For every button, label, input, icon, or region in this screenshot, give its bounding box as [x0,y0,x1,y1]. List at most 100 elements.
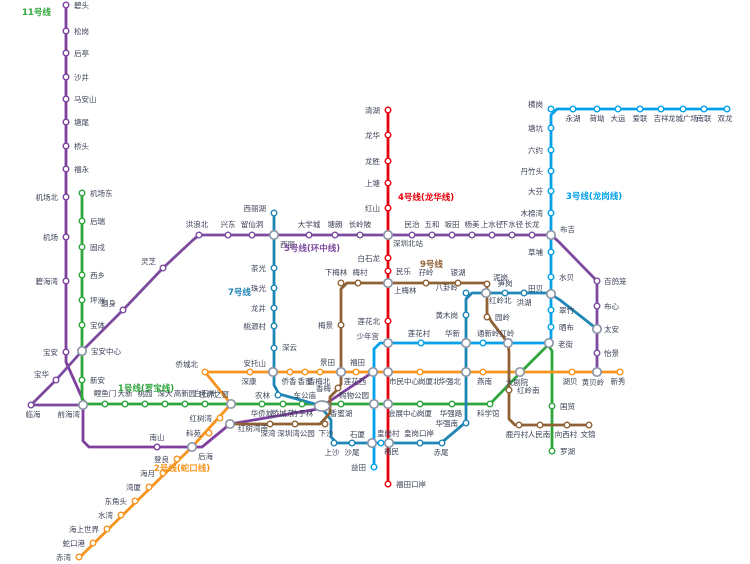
station-世界之窗[interactable] [225,398,237,410]
station-翻身[interactable] [119,306,127,314]
station-荷坳[interactable] [593,105,601,113]
station-通新岭[interactable] [479,339,487,347]
station-丹竹头[interactable] [547,167,555,175]
station-岗厦[interactable] [416,400,424,408]
station-怡景[interactable] [593,349,601,357]
station-下梅林[interactable] [337,279,345,287]
station-少年宫[interactable] [382,337,394,349]
station-石厦[interactable] [366,437,378,449]
station-西丽[interactable] [268,229,280,241]
station-笋岗[interactable] [501,289,509,297]
station-爱联[interactable] [636,105,644,113]
station-黄贝岭[interactable] [591,366,603,378]
station-双龙[interactable] [723,105,731,113]
station-红树湾南[interactable] [224,418,236,430]
station-兴东[interactable] [224,231,232,239]
station-安托山[interactable] [267,366,279,378]
station-燕南[interactable] [479,368,487,376]
station-人民南[interactable] [536,421,544,429]
station-南联[interactable] [700,105,708,113]
station-上水径[interactable] [488,231,496,239]
station-红岭北[interactable] [480,287,492,299]
station-华新[interactable] [460,337,472,349]
station-罗湖[interactable] [548,447,556,455]
station-市民中心[interactable] [382,366,394,378]
station-民乐[interactable] [384,267,392,275]
station-福民[interactable] [383,437,395,449]
station-泥岗[interactable] [483,280,491,288]
station-景田[interactable] [335,366,347,378]
station-塘尾[interactable] [62,118,70,126]
station-龙华[interactable] [384,131,392,139]
station-红树湾[interactable] [216,414,224,422]
station-草埔[interactable] [547,248,555,256]
station-茶光[interactable] [270,264,278,272]
station-塘朗[interactable] [331,231,339,239]
station-横岗[interactable] [547,105,555,113]
station-长龙[interactable] [528,231,536,239]
station-后亭[interactable] [62,49,70,57]
station-碧头[interactable] [62,1,70,9]
station-莲花村[interactable] [417,339,425,347]
station-上沙[interactable] [330,439,338,447]
station-珠光[interactable] [270,284,278,292]
station-科苑[interactable] [205,429,213,437]
station-水湾[interactable] [117,511,125,519]
station-会展中心[interactable] [382,398,394,410]
station-洪浪北[interactable] [195,231,203,239]
station-龙城广场[interactable] [679,105,687,113]
station-龙胜[interactable] [384,157,392,165]
station-马安山[interactable] [62,95,70,103]
station-华强北[interactable] [460,366,472,378]
station-向西村[interactable] [563,421,571,429]
station-华强路[interactable] [448,400,456,408]
station-布心[interactable] [593,302,601,310]
station-华强南[interactable] [462,419,470,427]
station-银湖[interactable] [454,279,462,287]
station-皇岗口岸[interactable] [416,439,424,447]
station-桃园[interactable] [141,400,149,408]
station-东角头[interactable] [131,497,139,505]
station-红岭南[interactable] [505,386,513,394]
station-海上世界[interactable] [103,525,111,533]
station-华侨城[interactable] [258,400,266,408]
station-前海湾[interactable] [77,399,89,411]
station-大学城[interactable] [305,231,313,239]
station-上塘[interactable] [384,179,392,187]
station-临海[interactable] [27,401,35,409]
station-水贝[interactable] [547,273,555,281]
station-桃源村[interactable] [270,322,278,330]
station-机场东[interactable] [78,189,86,197]
station-科学馆[interactable] [486,400,494,408]
station-园岭[interactable] [483,313,491,321]
station-留仙洞[interactable] [248,231,256,239]
station-田贝[interactable] [545,288,557,300]
station-下沙[interactable] [321,420,329,428]
station-鹿丹村[interactable] [515,421,523,429]
station-沙尾[interactable] [348,439,356,447]
station-莲花北[interactable] [384,317,392,325]
station-香梅[interactable] [334,384,342,392]
station-香梅北[interactable] [316,368,324,376]
station-吉祥[interactable] [657,105,665,113]
station-宝安[interactable] [62,348,70,356]
station-赤湾[interactable] [75,553,83,561]
station-深大[interactable] [161,400,169,408]
station-上梅林[interactable] [382,277,394,289]
station-海月[interactable] [159,469,167,477]
station-百鸽笼[interactable] [593,277,601,285]
station-深圳湾公园[interactable] [291,420,299,428]
station-大运[interactable] [614,105,622,113]
station-深云[interactable] [270,344,278,352]
station-侨城北[interactable] [201,368,209,376]
station-下水径[interactable] [508,231,516,239]
station-购物公园[interactable] [368,398,380,410]
station-永湖[interactable] [569,105,577,113]
station-晒布[interactable] [547,323,555,331]
station-竹子林[interactable] [298,400,306,408]
station-莲花西[interactable] [352,368,360,376]
station-后海[interactable] [186,441,198,453]
station-白石龙[interactable] [384,254,392,262]
station-沙井[interactable] [62,73,70,81]
station-福田口岸[interactable] [384,480,392,488]
